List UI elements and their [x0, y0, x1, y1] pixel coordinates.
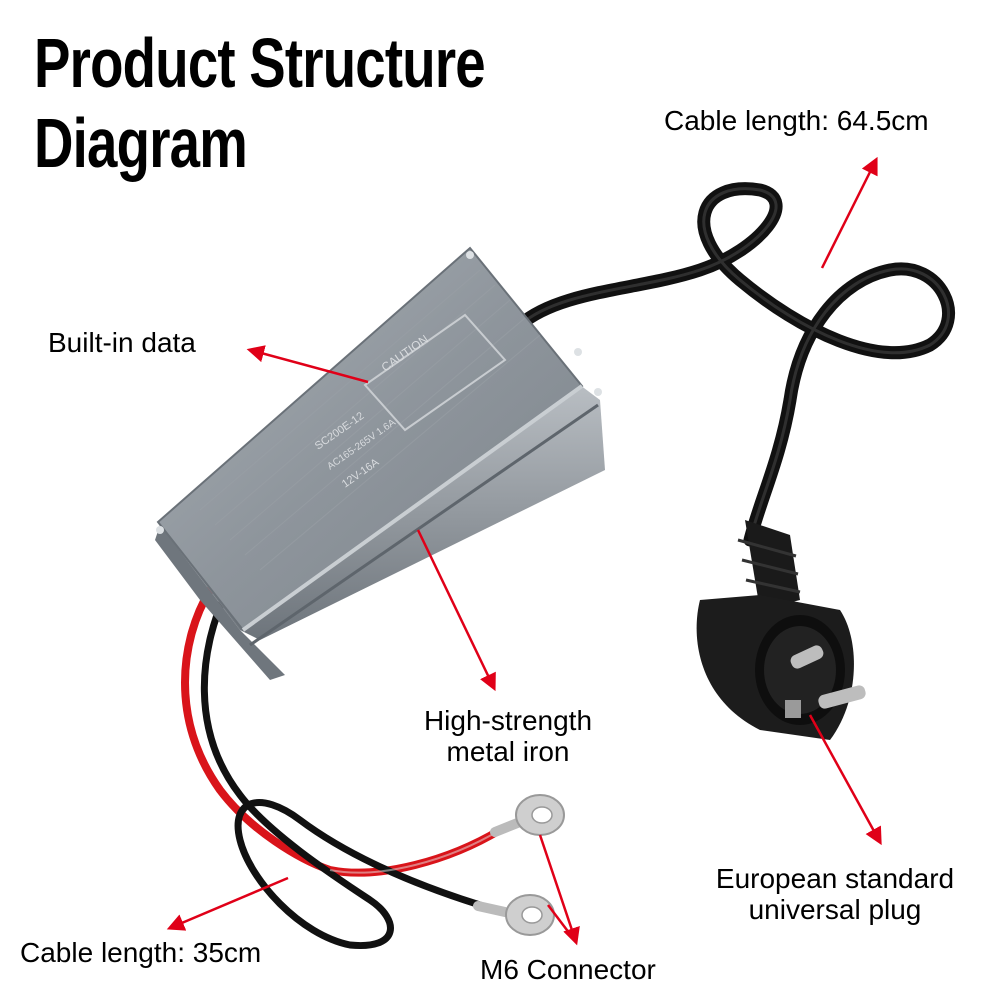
label-plug-line-2: universal plug	[748, 893, 922, 925]
label-metal: High-strength metal iron	[398, 705, 618, 768]
label-built-in-data: Built-in data	[48, 327, 196, 358]
label-metal-line-1: High-strength	[423, 705, 593, 736]
title-line-1: Product Structure	[34, 24, 486, 102]
aluminum-housing	[155, 246, 605, 680]
arrow-connector-2	[547, 904, 577, 943]
label-plug-line-1: European standard	[715, 863, 955, 894]
label-metal-line-2: metal iron	[446, 735, 570, 767]
m6-ring-terminal-1	[490, 794, 565, 837]
arrow-metal	[416, 529, 496, 692]
label-cable-length-bottom: Cable length: 35cm	[20, 937, 262, 968]
label-m6-connector: M6 Connector	[480, 954, 656, 985]
m6-ring-terminal-2	[473, 894, 555, 936]
arrow-cable-bottom	[166, 876, 289, 931]
arrow-plug	[808, 714, 882, 846]
title-line-2: Diagram	[34, 104, 248, 182]
power-cord	[513, 182, 955, 547]
label-plug: European standard universal plug	[680, 863, 990, 926]
arrow-cable-top	[820, 156, 878, 269]
output-cable-black	[200, 591, 484, 950]
european-plug	[696, 520, 866, 740]
arrow-built-in	[246, 345, 369, 384]
callout-arrows	[166, 156, 882, 946]
arrow-connector-1	[538, 834, 580, 946]
label-cable-length-top: Cable length: 64.5cm	[664, 105, 929, 136]
